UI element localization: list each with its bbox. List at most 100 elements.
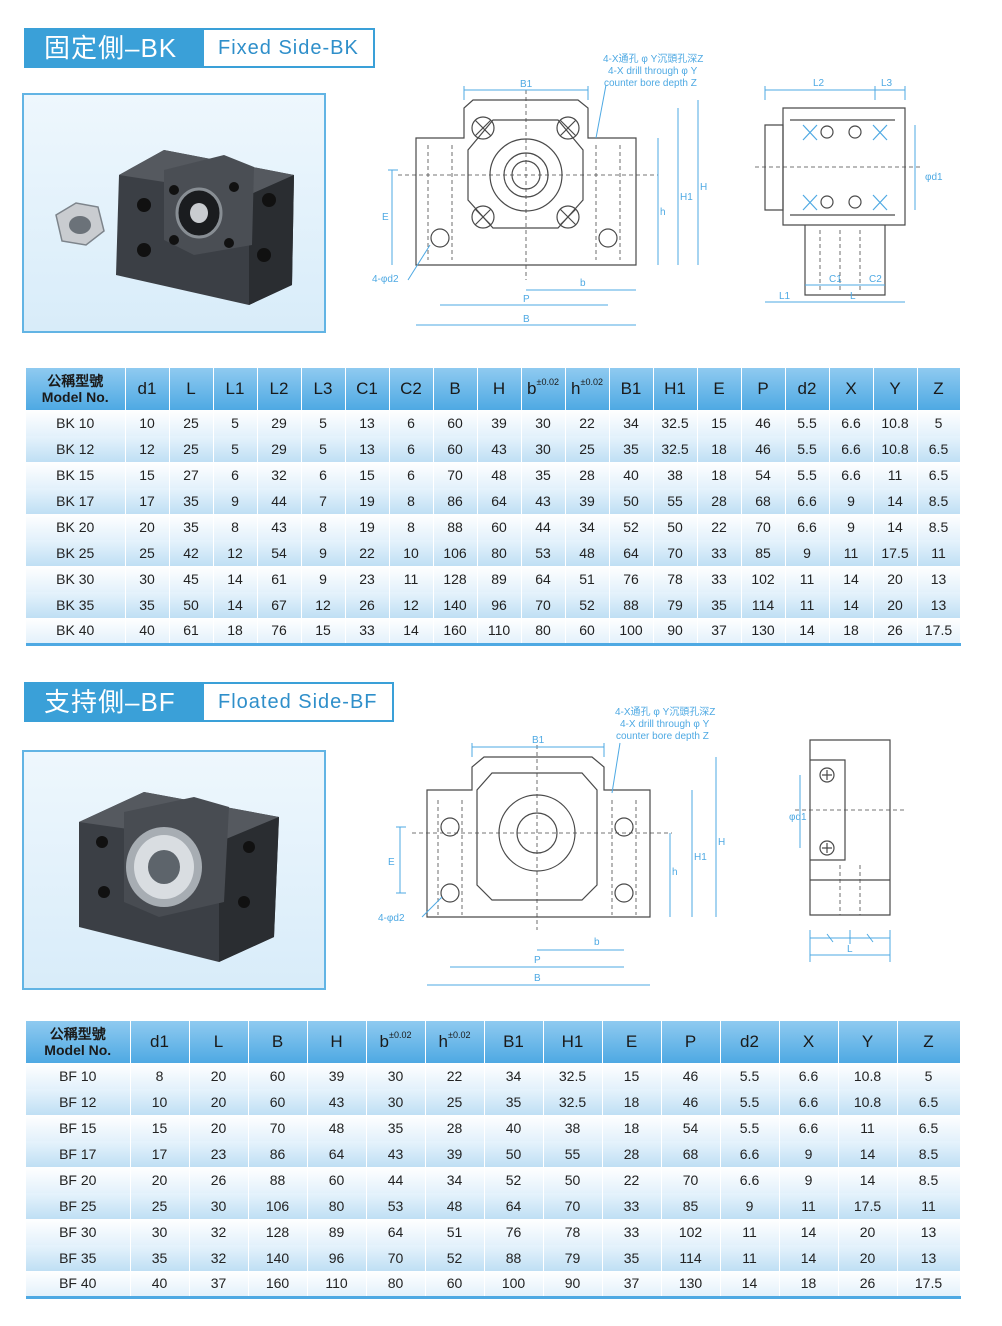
bf-col-d2: d2 [720,1021,780,1063]
model-cell: BK 17 [26,488,126,514]
table-cell: 8 [389,488,434,514]
table-cell: 32.5 [543,1063,603,1089]
table-cell: 18 [697,462,742,488]
table-cell: 19 [345,514,390,540]
model-cell: BK 30 [26,566,126,592]
table-cell: 52 [609,514,654,540]
table-cell: 38 [653,462,698,488]
table-cell: 18 [697,436,742,462]
table-cell: 23 [189,1141,249,1167]
table-cell: 14 [779,1219,839,1245]
table-cell: 13 [917,566,961,592]
table-cell: 64 [521,566,566,592]
table-cell: 35 [697,592,742,618]
bk-col-b-small: b±0.02 [521,368,566,410]
table-cell: 60 [248,1063,308,1089]
table-cell: 35 [602,1245,662,1271]
table-cell: 37 [189,1271,249,1299]
table-cell: 14 [720,1271,780,1299]
model-cell: BF 30 [26,1219,131,1245]
table-cell: 76 [609,566,654,592]
bf-label-h1: H1 [694,852,707,863]
table-cell: 20 [189,1089,249,1115]
table-cell: 37 [697,618,742,646]
bf-side-label-l: L [847,944,853,955]
table-cell: 64 [484,1193,544,1219]
table-cell: 78 [543,1219,603,1245]
table-cell: 61 [169,618,214,646]
table-cell: 100 [484,1271,544,1299]
table-cell: 70 [521,592,566,618]
bf-label-b1: B1 [532,735,545,746]
table-cell: 6.5 [917,436,961,462]
table-cell: 100 [609,618,654,646]
table-cell: 10.8 [838,1089,898,1115]
table-cell: 5.5 [785,436,830,462]
table-cell: 70 [248,1115,308,1141]
table-cell: 20 [189,1063,249,1089]
bk-spec-table: 公稱型號 Model No. d1 L L1 L2 L3 C1 C2 B H b… [26,368,961,646]
table-cell: 6 [213,462,258,488]
bf-section-title: 支持側–BF Floated Side-BF [24,682,394,722]
bf-col-y: Y [838,1021,898,1063]
table-cell: 50 [484,1141,544,1167]
table-cell: 32 [189,1219,249,1245]
table-cell: 32 [189,1245,249,1271]
table-cell: 28 [565,462,610,488]
table-cell: 28 [425,1115,485,1141]
table-cell: 34 [425,1167,485,1193]
model-cell: BK 15 [26,462,126,488]
table-cell: 5 [301,436,346,462]
table-cell: 70 [433,462,478,488]
table-cell: 22 [425,1063,485,1089]
table-cell: 55 [653,488,698,514]
table-cell: 50 [169,592,214,618]
table-cell: 42 [169,540,214,566]
table-cell: 52 [565,592,610,618]
model-cell: BF 35 [26,1245,131,1271]
table-cell: 33 [602,1219,662,1245]
table-cell: 34 [565,514,610,540]
table-cell: 32.5 [543,1089,603,1115]
table-cell: 11 [897,1193,961,1219]
table-cell: 11 [917,540,961,566]
table-cell: 5.5 [720,1089,780,1115]
bf-col-b1: B1 [484,1021,544,1063]
bk-col-e: E [697,368,742,410]
bk-label-h-small: h [660,207,666,218]
table-cell: 70 [661,1167,721,1193]
model-cell: BF 15 [26,1115,131,1141]
table-cell: 30 [130,1219,190,1245]
table-cell: 20 [189,1115,249,1141]
table-cell: 38 [543,1115,603,1141]
model-cell: BK 10 [26,410,126,436]
table-cell: 26 [873,618,918,646]
table-cell: 52 [484,1167,544,1193]
table-cell: 6.6 [829,410,874,436]
model-cell: BF 17 [26,1141,131,1167]
table-cell: 44 [521,514,566,540]
table-cell: 61 [257,566,302,592]
bk-side-label-l2: L2 [813,78,825,89]
table-cell: 11 [838,1115,898,1141]
bf-label-h-small: h [672,867,678,878]
model-cell: BF 20 [26,1167,131,1193]
table-cell: 8.5 [897,1141,961,1167]
table-cell: 28 [602,1141,662,1167]
table-cell: 80 [477,540,522,566]
table-cell: 70 [741,514,786,540]
table-cell: 46 [661,1063,721,1089]
table-cell: 12 [125,436,170,462]
table-cell: 9 [785,540,830,566]
bk-title-en: Fixed Side-BK [202,28,375,68]
table-cell: 102 [661,1219,721,1245]
table-cell: 9 [213,488,258,514]
table-cell: 17.5 [838,1193,898,1219]
bf-product-photo [22,750,326,990]
table-cell: 17 [130,1141,190,1167]
